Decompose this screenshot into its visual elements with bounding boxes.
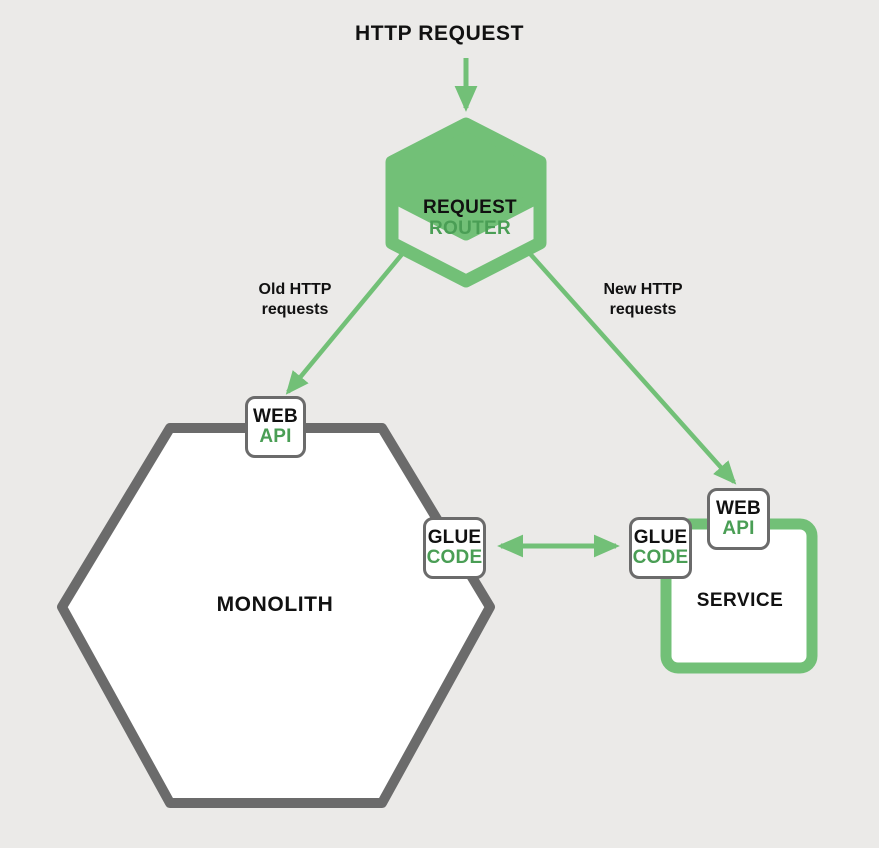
- arrow-router-to-service-api: [522, 245, 737, 485]
- monolith-web-api-box[interactable]: WEB API: [245, 396, 306, 458]
- monolith-web-api-line1: WEB: [253, 406, 298, 428]
- request-router-label-line2: ROUTER: [428, 217, 512, 239]
- edge-label-old-http-requests: Old HTTP requests: [258, 281, 332, 319]
- monolith-hexagon: [57, 423, 495, 808]
- monolith-glue-code-box[interactable]: GLUE CODE: [423, 517, 486, 579]
- request-router-label: REQUEST ROUTER: [380, 197, 560, 240]
- request-router-label-line1: REQUEST: [423, 197, 517, 218]
- service-web-api-box[interactable]: WEB API: [707, 488, 770, 550]
- service-web-api-line2: API: [722, 518, 755, 539]
- monolith-web-api-line2: API: [259, 426, 292, 447]
- edge-label-new-http-requests: New HTTP requests: [603, 281, 683, 319]
- page-title-http-request: HTTP REQUEST: [355, 22, 524, 45]
- service-glue-code-line1: GLUE: [633, 527, 688, 549]
- service-label: SERVICE: [696, 590, 784, 611]
- request-router-roof: [392, 124, 540, 234]
- arrow-router-to-monolith-api: [285, 245, 410, 395]
- monolith-glue-code-line2: CODE: [426, 547, 483, 568]
- request-router-body: [385, 117, 547, 288]
- service-web-api-line1: WEB: [716, 498, 761, 520]
- service-glue-code-box[interactable]: GLUE CODE: [629, 517, 692, 579]
- monolith-label: MONOLITH: [216, 593, 334, 616]
- service-glue-code-line2: CODE: [632, 547, 689, 568]
- monolith-glue-code-line1: GLUE: [427, 527, 482, 549]
- request-router-chevron-notch: [385, 189, 547, 241]
